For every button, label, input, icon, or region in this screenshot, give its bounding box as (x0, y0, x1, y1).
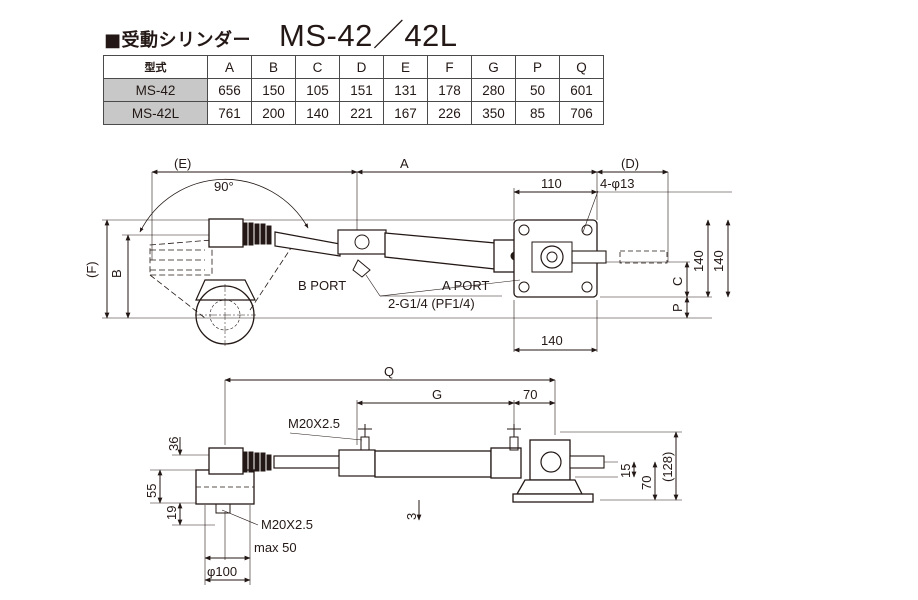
title-model: MS-42／42L (279, 18, 458, 53)
table-model-cell: MS-42 (103, 78, 208, 102)
dia-label: φ100 (207, 564, 237, 579)
side-view (150, 377, 682, 585)
dim-128-label: (128) (660, 452, 675, 482)
thread-bottom-label: M20X2.5 (261, 517, 313, 532)
table-cell: 131 (383, 78, 428, 102)
table-cell: 706 (559, 101, 604, 125)
table-header-cell: A (207, 55, 252, 79)
dim-140-vertical-b: 140 (711, 250, 726, 272)
title-prefix: ■受動シリンダー (104, 30, 252, 51)
table-row: MS-42L 761 200 140 221 167 226 350 85 70… (103, 101, 604, 125)
dim-q-label: Q (384, 364, 394, 379)
page-title: ■受動シリンダー MS-42／42L (104, 10, 458, 53)
top-view (102, 169, 732, 353)
dim-f-label: (F) (84, 261, 99, 278)
b-port-label: B PORT (298, 278, 346, 293)
table-header-cell: C (295, 55, 340, 79)
spec-table: 型式 A B C D E F G P Q MS-42 656 150 105 1… (103, 55, 604, 125)
table-header-cell: 型式 (103, 55, 208, 79)
table-cell: 200 (251, 101, 296, 125)
dim-b-label: B (109, 269, 124, 278)
table-cell: 178 (427, 78, 472, 102)
table-cell: 601 (559, 78, 604, 102)
table-header-cell: D (339, 55, 384, 79)
table-cell: 761 (207, 101, 252, 125)
thread-top-label: M20X2.5 (288, 416, 340, 431)
side-view-labels: Q G 70 M20X2.5 M20X2.5 max 50 φ100 36 55… (144, 364, 675, 579)
dim-g-label: G (432, 387, 442, 402)
table-row: MS-42 656 150 105 151 131 178 280 50 601 (103, 78, 604, 102)
table-model-cell: MS-42L (103, 101, 208, 125)
dim-c-label: C (670, 277, 685, 286)
dim-3-label: 3 (404, 513, 419, 520)
dim-19-label: 19 (164, 506, 179, 520)
table-cell: 350 (471, 101, 516, 125)
dim-70-top-label: 70 (523, 387, 537, 402)
dim-110-label: 110 (541, 176, 562, 191)
top-view-labels: (E) A (D) 110 4-φ13 90° (F) B B PORT A P… (84, 156, 726, 348)
table-cell: 151 (339, 78, 384, 102)
table-cell: 221 (339, 101, 384, 125)
dim-a-label: A (400, 156, 409, 171)
table-header-cell: Q (559, 55, 604, 79)
dim-140-vertical-a: 140 (691, 250, 706, 272)
table-cell: 85 (515, 101, 560, 125)
dim-36-label: 36 (166, 437, 181, 451)
extension-lines (102, 172, 732, 352)
dim-e-label: (E) (174, 156, 191, 171)
dim-55-label: 55 (144, 484, 159, 498)
max-stroke-label: max 50 (254, 540, 297, 555)
port-size-label: 2-G1/4 (PF1/4) (388, 296, 475, 311)
table-header-cell: G (471, 55, 516, 79)
dim-p-label: P (670, 303, 685, 312)
table-header-cell: B (251, 55, 296, 79)
dim-70-right-label: 70 (639, 476, 654, 490)
table-header-row: 型式 A B C D E F G P Q (103, 55, 604, 79)
table-header-cell: P (515, 55, 560, 79)
dim-holes-label: 4-φ13 (600, 176, 634, 191)
angle-label: 90° (214, 179, 234, 194)
dim-d-label: (D) (621, 156, 639, 171)
table-cell: 140 (295, 101, 340, 125)
phantom-arm (149, 239, 294, 319)
table-cell: 280 (471, 78, 516, 102)
a-port-label: A PORT (442, 278, 490, 293)
table-header-cell: F (427, 55, 472, 79)
dim-15-label: 15 (618, 464, 633, 478)
dim-140-horizontal: 140 (541, 333, 563, 348)
table-header-cell: E (383, 55, 428, 79)
